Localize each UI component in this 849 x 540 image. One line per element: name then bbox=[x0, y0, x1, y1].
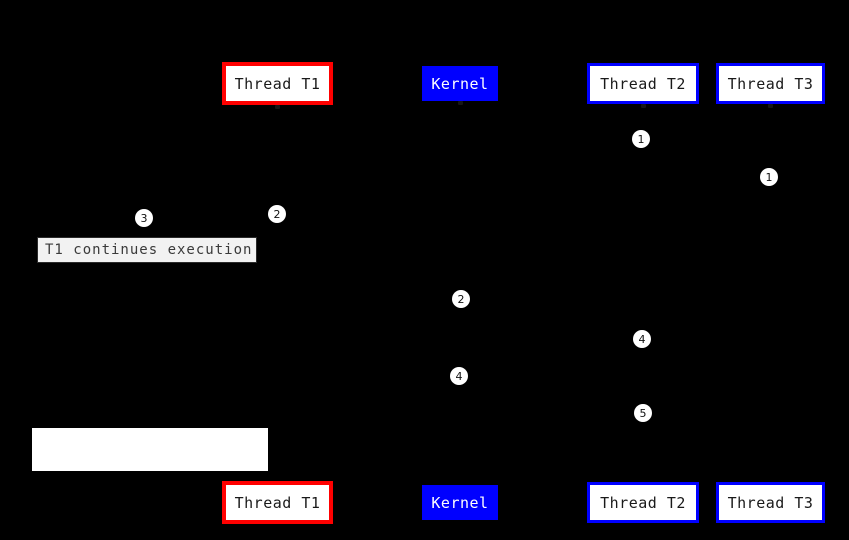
participant-label: Kernel bbox=[431, 493, 489, 512]
note-blank bbox=[32, 428, 268, 471]
participant-label: Thread T2 bbox=[600, 74, 686, 93]
participant-kernelb[interactable]: Kernel bbox=[422, 485, 498, 520]
lifeline-notch-t2 bbox=[641, 104, 646, 108]
lifeline-notch-kernel bbox=[458, 101, 463, 105]
lifeline-notch-t1 bbox=[275, 105, 280, 109]
participant-label: Thread T3 bbox=[727, 74, 814, 93]
participant-t3b[interactable]: Thread T3 bbox=[716, 482, 825, 523]
lifeline-notch-t3 bbox=[768, 104, 773, 108]
step-marker-2: 2 bbox=[452, 290, 470, 308]
step-marker-4: 4 bbox=[633, 330, 651, 348]
step-marker-5: 5 bbox=[634, 404, 652, 422]
lifeline-t2 bbox=[643, 104, 644, 482]
participant-label: Thread T3 bbox=[727, 493, 814, 512]
lifeline-t1 bbox=[277, 105, 278, 481]
step-marker-3: 3 bbox=[135, 209, 153, 227]
participant-label: Thread T2 bbox=[600, 493, 686, 512]
participant-label: Kernel bbox=[431, 74, 489, 93]
participant-t2b[interactable]: Thread T2 bbox=[587, 482, 699, 523]
participant-t3[interactable]: Thread T3 bbox=[716, 63, 825, 104]
step-marker-2: 2 bbox=[268, 205, 286, 223]
step-marker-4: 4 bbox=[450, 367, 468, 385]
participant-t2[interactable]: Thread T2 bbox=[587, 63, 699, 104]
participant-t1b[interactable]: Thread T1 bbox=[222, 481, 333, 524]
participant-kernel[interactable]: Kernel bbox=[422, 66, 498, 101]
step-marker-1: 1 bbox=[632, 130, 650, 148]
lifeline-t3 bbox=[770, 104, 771, 482]
participant-t1[interactable]: Thread T1 bbox=[222, 62, 333, 105]
participant-label: Thread T1 bbox=[234, 493, 321, 512]
note-text: T1 continues execution bbox=[45, 242, 253, 258]
participant-label: Thread T1 bbox=[234, 74, 321, 93]
step-marker-1: 1 bbox=[760, 168, 778, 186]
note-t1-continues: T1 continues execution bbox=[37, 237, 257, 263]
